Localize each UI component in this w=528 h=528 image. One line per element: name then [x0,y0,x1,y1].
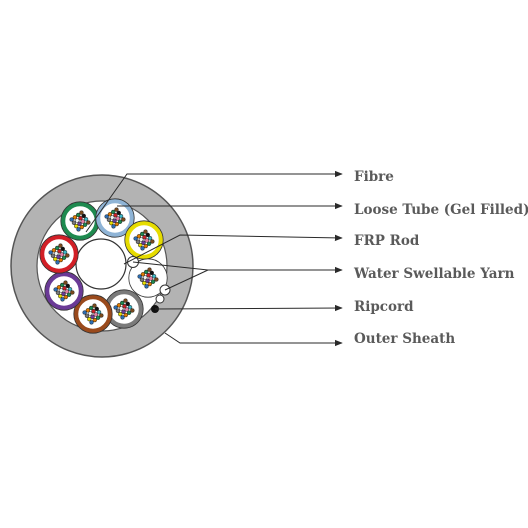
loose-tube-green [60,201,100,241]
leader-frp-rod [123,234,343,265]
tube-wall [104,289,144,329]
fibre-bundle [53,280,75,302]
leader-lines [85,170,343,347]
tube-wall [124,220,164,260]
label-loose-tube: Loose Tube (Gel Filled) [354,202,528,218]
fibre-bundle [113,298,135,320]
loose-tube-red [39,234,79,274]
fibre [130,308,135,313]
loose-tubes [39,198,168,334]
loose-tube-yellow [124,220,164,260]
fibre-bundle [82,303,104,325]
fibre [65,253,70,258]
water-swellable-yarn [155,294,165,304]
tube-wall [44,271,84,311]
fibre [99,313,104,318]
frp-rod [75,238,127,290]
loose-tube-brown [73,294,113,334]
fibre-bundle [133,229,155,251]
loose-tube-white [128,258,168,298]
fibre-bundle [48,243,70,265]
leader-ripcord [154,304,343,312]
loose-tube-grey [104,289,144,329]
leader-fibre [85,170,343,233]
label-water-swellable-yarn: Water Swellable Yarn [353,266,515,282]
label-ripcord: Ripcord [354,299,414,315]
fibre [86,220,91,225]
leader-outer-sheath [164,332,343,347]
fibre-bundle [137,267,159,289]
tube-wall [60,201,100,241]
label-outer-sheath: Outer Sheath [354,331,455,347]
tube-wall [39,234,79,274]
fibre [121,217,126,222]
tube-wall [73,294,113,334]
loose-tube-violet [44,271,84,311]
fibre-bundle [69,210,91,232]
leader-yarn-2 [164,269,209,291]
loose-tube-blue [95,198,135,238]
fibre [150,239,155,244]
tube-wall [95,198,135,238]
fibre [70,290,75,295]
label-fibre: Fibre [354,169,394,185]
fibre-bundle [104,207,126,229]
fibre [154,277,159,282]
tube-wall [128,258,168,298]
label-frp-rod: FRP Rod [354,233,420,249]
